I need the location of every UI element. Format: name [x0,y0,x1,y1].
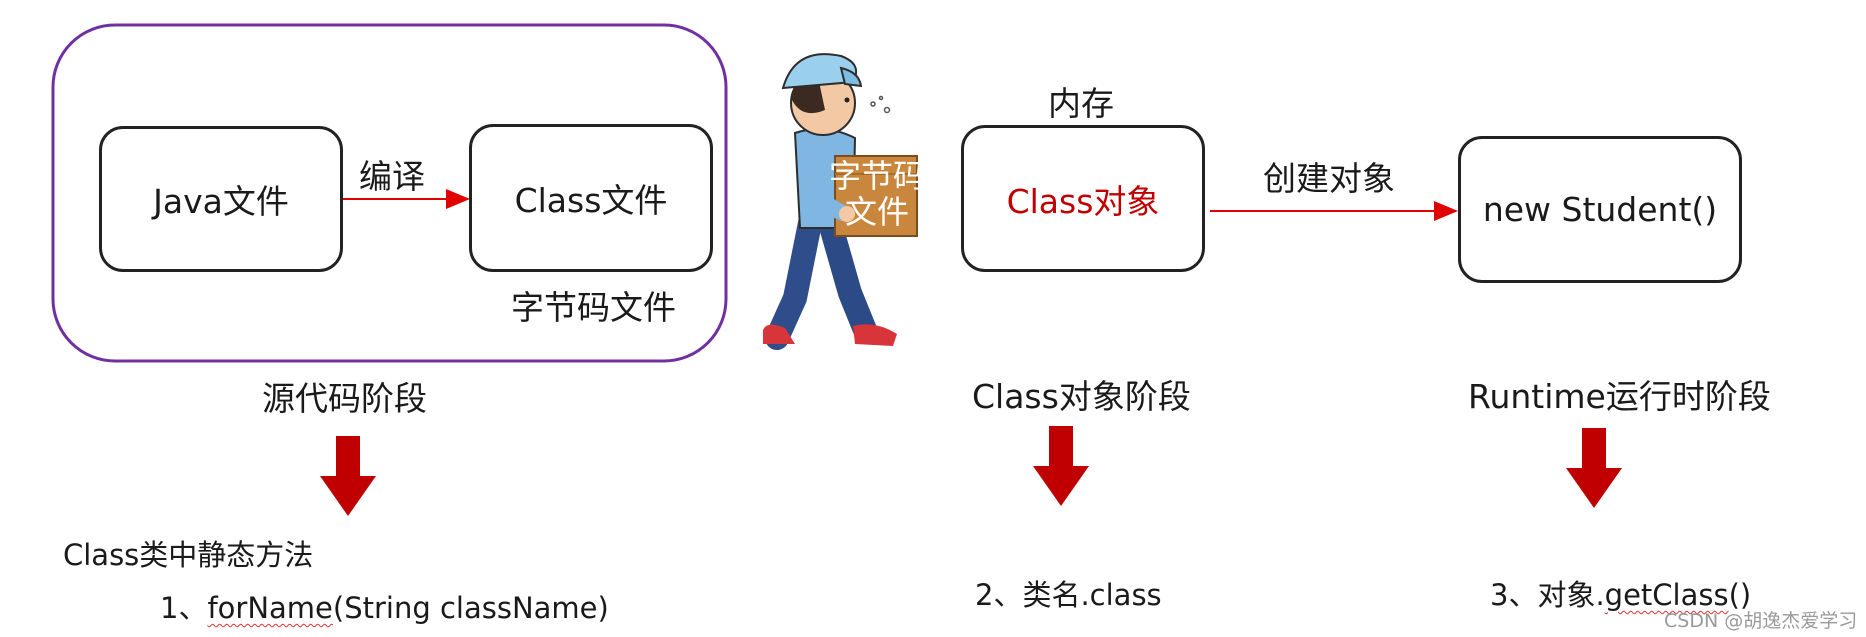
java-file-box: Java文件 [99,126,343,272]
method-2-text: 类名.class [1022,578,1162,612]
method-1-prefix: 1、 [160,591,208,625]
method-1-args: (String className) [332,591,609,625]
runtime-stage-title: Runtime运行时阶段 [1468,377,1771,416]
class-object-box: Class对象 [961,125,1205,272]
method-3-prefix: 3、 [1490,578,1538,612]
class-file-box: Class文件 [469,124,713,272]
new-student-label: new Student() [1482,190,1718,229]
courier-box-line2: 文件 [845,193,910,231]
class-object-label: Class对象 [1006,181,1160,221]
courier-box-line1: 字节码 [829,157,926,195]
method-1-name: forName [207,591,333,625]
new-student-box: new Student() [1458,136,1742,283]
source-stage-title: 源代码阶段 [262,379,427,418]
compile-label: 编译 [359,157,425,196]
down-arrow-1 [320,436,376,516]
down-arrow-2 [1033,426,1089,506]
method-2-prefix: 2、 [975,578,1023,612]
method-1: 1、forName(String className) [160,585,609,627]
courier-box-text: 字节码 文件 [829,158,925,230]
memory-label: 内存 [1048,84,1114,123]
method-3-object: 对象. [1537,578,1605,612]
method-2: 2、类名.class [975,572,1162,614]
methods-heading: Class类中静态方法 [63,538,314,572]
class-file-label: Class文件 [514,181,668,220]
watermark: CSDN @胡逸杰爱学习 [1664,610,1858,632]
java-file-label: Java文件 [153,182,289,221]
class-object-stage-title: Class对象阶段 [972,377,1191,416]
method-3: 3、对象.getClass() [1490,572,1751,614]
bytecode-file-label: 字节码文件 [511,288,676,327]
method-3-parens: () [1728,578,1752,612]
down-arrow-3 [1566,428,1622,508]
source-stage-region [51,23,728,363]
method-3-name: getClass [1604,578,1729,612]
courier-illustration [763,53,918,350]
create-object-label: 创建对象 [1263,159,1395,198]
